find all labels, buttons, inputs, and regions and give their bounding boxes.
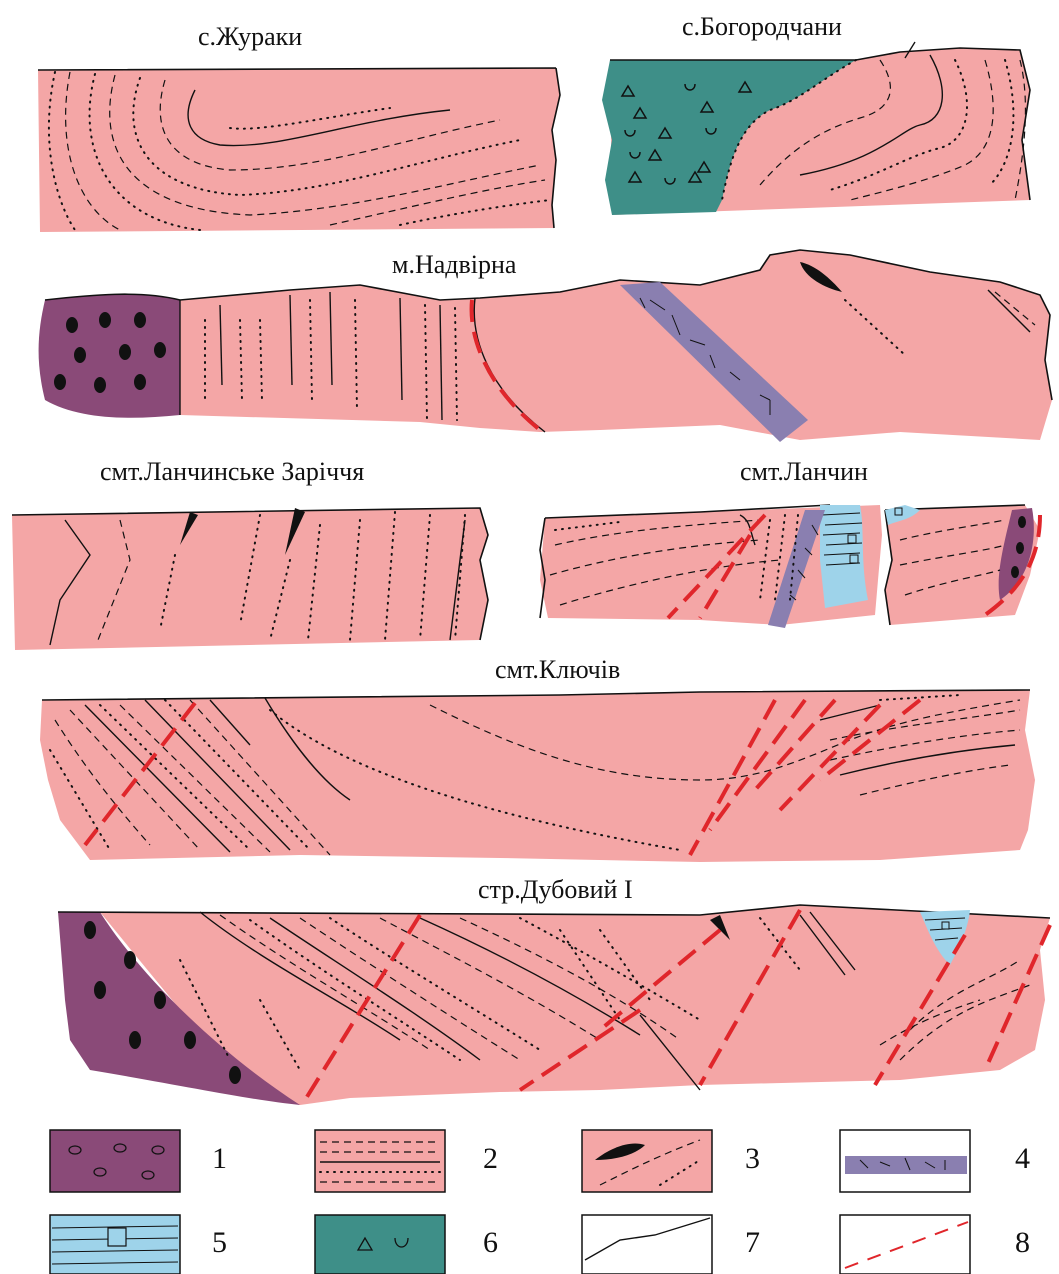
legend-item-6 — [315, 1215, 445, 1274]
legend-number-3: 3 — [745, 1142, 760, 1176]
section-bohorodchany — [602, 42, 1030, 215]
section-kliuchiv — [40, 690, 1035, 862]
legend-item-1 — [50, 1130, 180, 1192]
section-lanchynske-zarichchia — [12, 508, 488, 650]
section-zhuraky — [38, 68, 560, 232]
section-lanchyn — [540, 505, 1040, 628]
legend-number-8: 8 — [1015, 1226, 1030, 1260]
legend-item-8 — [840, 1215, 970, 1274]
legend — [50, 1130, 970, 1274]
legend-item-5 — [50, 1215, 180, 1274]
section-nadvirna — [39, 250, 1052, 442]
legend-number-4: 4 — [1015, 1142, 1030, 1176]
legend-number-7: 7 — [745, 1226, 760, 1260]
legend-number-1: 1 — [212, 1142, 227, 1176]
legend-item-7 — [582, 1215, 712, 1274]
legend-item-3 — [582, 1130, 712, 1192]
legend-number-2: 2 — [483, 1142, 498, 1176]
legend-item-2 — [315, 1130, 445, 1192]
light-blue-lanchyn — [820, 505, 868, 608]
section-dubovyi — [58, 905, 1050, 1105]
legend-item-4 — [840, 1130, 970, 1192]
legend-number-5: 5 — [212, 1226, 227, 1260]
legend-number-6: 6 — [483, 1226, 498, 1260]
